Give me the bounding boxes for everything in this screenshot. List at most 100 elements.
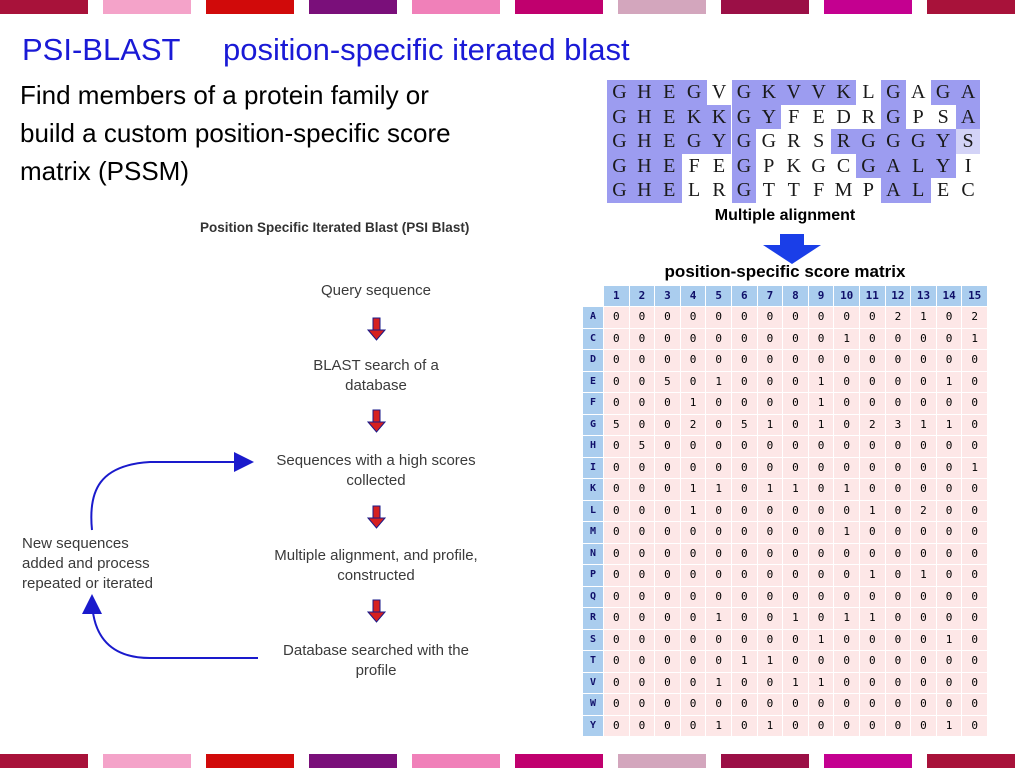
- pssm-cell: 0: [911, 715, 936, 736]
- pssm-cell: 0: [706, 500, 731, 521]
- pssm-cell: 1: [834, 608, 859, 629]
- pssm-row-label: F: [583, 393, 603, 414]
- pssm-cell: 0: [732, 608, 757, 629]
- pssm-cell: 0: [885, 543, 911, 564]
- stripe-segment: [618, 0, 706, 14]
- alignment-residue: P: [763, 154, 775, 177]
- pssm-cell: 0: [962, 586, 987, 607]
- pssm-cell: 1: [732, 651, 757, 672]
- pssm-cell: 0: [680, 371, 706, 392]
- pssm-cell: 0: [962, 371, 987, 392]
- stripe-segment: [309, 754, 397, 768]
- flowchart-title: Position Specific Iterated Blast (PSI Bl…: [200, 220, 470, 235]
- pssm-cell: 0: [732, 479, 757, 500]
- pssm-cell: 0: [680, 457, 706, 478]
- pssm-cell: 1: [783, 608, 808, 629]
- pssm-cell: 0: [885, 651, 911, 672]
- pssm-cell: 0: [706, 694, 731, 715]
- alignment-residue: R: [712, 179, 726, 202]
- pssm-cell: 3: [885, 414, 911, 435]
- alignment-residue: M: [834, 179, 853, 202]
- pssm-cell: 0: [885, 479, 911, 500]
- pssm-cell: 0: [629, 414, 655, 435]
- pssm-cell: 1: [706, 715, 731, 736]
- flow-step-line: collected: [346, 472, 406, 489]
- pssm-cell: 0: [936, 565, 962, 586]
- pssm-cell: 0: [655, 393, 680, 414]
- pssm-cell: 0: [936, 479, 962, 500]
- stripe-segment: [927, 754, 1015, 768]
- alignment-residue: G: [731, 129, 757, 154]
- pssm-row-label: D: [583, 350, 603, 371]
- pssm-cell: 0: [936, 328, 962, 349]
- alignment-residue: E: [812, 105, 825, 128]
- pssm-cell: 0: [936, 694, 962, 715]
- pssm-cell: 1: [834, 479, 859, 500]
- pssm-cell: 0: [680, 543, 706, 564]
- pssm-cell: 1: [936, 629, 962, 650]
- stripe-segment: [206, 0, 294, 14]
- pssm-cell: 0: [655, 414, 680, 435]
- pssm-cell: 1: [860, 500, 885, 521]
- pssm-cell: 0: [757, 522, 783, 543]
- pssm-cell: 0: [680, 608, 706, 629]
- pssm-cell: 0: [808, 436, 834, 457]
- pssm-cell: 0: [962, 715, 987, 736]
- pssm-cell: 2: [911, 500, 936, 521]
- pssm-cell: 0: [783, 328, 808, 349]
- pssm-cell: 1: [808, 672, 834, 693]
- alignment-residue: G: [607, 80, 632, 105]
- pssm-cell: 0: [860, 479, 885, 500]
- pssm-column-header: 13: [911, 286, 936, 306]
- stripe-segment: [103, 0, 191, 14]
- alignment-residue: E: [656, 129, 682, 154]
- pssm-cell: 0: [860, 651, 885, 672]
- pssm-cell: 0: [962, 436, 987, 457]
- pssm-cell: 2: [962, 307, 987, 328]
- pssm-cell: 1: [808, 371, 834, 392]
- pssm-cell: 0: [808, 307, 834, 328]
- alignment-residue: K: [831, 80, 856, 105]
- pssm-cell: 0: [706, 328, 731, 349]
- alignment-residue: G: [731, 178, 757, 203]
- pssm-cell: 1: [834, 328, 859, 349]
- pssm-cell: 0: [962, 629, 987, 650]
- pssm-cell: 0: [936, 350, 962, 371]
- pssm-cell: 0: [911, 543, 936, 564]
- pssm-cell: 0: [783, 350, 808, 371]
- pssm-cell: 0: [962, 672, 987, 693]
- pssm-cell: 0: [834, 371, 859, 392]
- pssm-row-label: A: [583, 307, 603, 328]
- pssm-cell: 0: [757, 436, 783, 457]
- pssm-cell: 0: [783, 651, 808, 672]
- pssm-row-label: C: [583, 328, 603, 349]
- pssm-cell: 0: [732, 350, 757, 371]
- pssm-cell: 0: [732, 371, 757, 392]
- pssm-cell: 1: [757, 715, 783, 736]
- pssm-cell: 0: [680, 522, 706, 543]
- pssm-cell: 0: [808, 328, 834, 349]
- pssm-cell: 0: [655, 694, 680, 715]
- pssm-cell: 0: [911, 608, 936, 629]
- pssm-cell: 0: [808, 500, 834, 521]
- intro-text: Find members of a protein family or buil…: [20, 76, 580, 190]
- pssm-cell: 0: [911, 586, 936, 607]
- pssm-cell: 0: [885, 522, 911, 543]
- pssm-cell: 0: [757, 608, 783, 629]
- pssm-cell: 0: [757, 694, 783, 715]
- pssm-cell: 2: [680, 414, 706, 435]
- pssm-cell: 1: [757, 651, 783, 672]
- pssm-cell: 0: [783, 715, 808, 736]
- alignment-residue: G: [607, 153, 632, 179]
- loop-label-line: added and process: [22, 555, 150, 572]
- stripe-segment: [309, 0, 397, 14]
- alignment-residue: L: [688, 179, 701, 202]
- pssm-cell: 0: [604, 694, 629, 715]
- loop-arrow-up: [90, 452, 254, 531]
- flow-step-line: Sequences with a high scores: [276, 452, 476, 469]
- stripe-segment: [515, 0, 603, 14]
- alignment-residue: F: [688, 154, 700, 177]
- pssm-cell: 1: [808, 414, 834, 435]
